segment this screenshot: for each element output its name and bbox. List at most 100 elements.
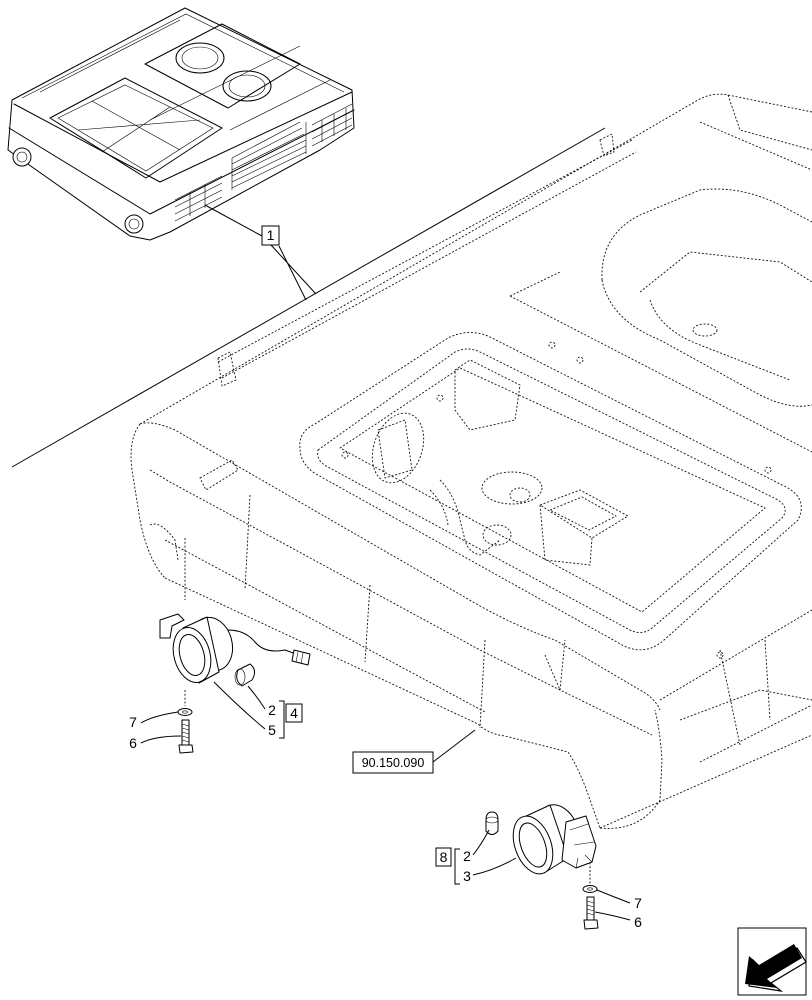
hatch-cavity — [339, 367, 766, 613]
left-lamp-bulb-end — [234, 668, 246, 686]
callout-1-box — [261, 225, 280, 246]
roof-window-grid — [77, 100, 201, 153]
right-lamp-bracket — [561, 815, 597, 869]
roof-right-frame — [659, 609, 812, 763]
roof-left-bumps — [149, 459, 239, 561]
right-kit-callout[interactable]: 8 — [435, 847, 452, 867]
right-lamp-bulb-end — [485, 816, 499, 824]
left-housing-leader — [213, 681, 266, 730]
right-screw-callout[interactable]: 6 — [634, 914, 642, 930]
right-housing-leader — [472, 857, 517, 876]
right-bulb-callout[interactable]: 2 — [463, 848, 471, 864]
right-screw-thread — [586, 900, 595, 916]
cavity-knob — [482, 524, 512, 546]
roof-window-frame — [49, 77, 223, 179]
left-kit-label: 4 — [290, 705, 298, 721]
right-washer — [582, 885, 598, 893]
roof-rear-step — [509, 271, 812, 453]
roof-vents-left — [174, 175, 223, 222]
section-divider-line — [11, 127, 606, 468]
right-lamp-lens — [518, 822, 548, 868]
rear-cavity-inner — [639, 251, 812, 381]
roof-grille-center — [231, 121, 307, 190]
left-lamp-connector-detail — [295, 651, 304, 665]
roof-ridge — [13, 91, 353, 183]
right-washer-callout[interactable]: 7 — [634, 895, 642, 911]
roof-bottom-edge — [164, 577, 601, 829]
roof-window-glass — [57, 84, 214, 172]
bolt — [436, 394, 444, 402]
right-washer-hole — [587, 887, 593, 891]
roof-rim — [21, 13, 345, 99]
left-washer-leader — [140, 711, 179, 724]
right-kit-bracket — [454, 848, 460, 885]
left-kit-box — [285, 703, 303, 723]
left-lamp-lens — [178, 633, 206, 677]
left-lamp-front — [172, 627, 212, 683]
callout-1-label: 1 — [267, 227, 275, 243]
hatch-opening-outer — [299, 332, 802, 651]
right-washer-leader — [596, 889, 631, 904]
roof-thumbnail — [7, 7, 355, 241]
left-bulb-callout[interactable]: 2 — [268, 702, 276, 718]
bolt — [548, 341, 556, 349]
hatch-opening-frame — [317, 348, 786, 633]
right-screw-shank — [586, 896, 595, 921]
cross-reference-label: 90.150.090 — [362, 756, 425, 770]
left-bulb-leader — [247, 685, 266, 710]
left-housing-callout[interactable]: 5 — [268, 722, 276, 738]
left-washer-hole — [182, 710, 188, 714]
cavity-pipe — [429, 479, 501, 556]
right-housing-callout[interactable]: 3 — [463, 868, 471, 884]
right-lamp-bracket-detail — [569, 823, 595, 869]
left-washer — [177, 708, 193, 716]
left-lamp-wire — [227, 629, 297, 655]
roof-lamp-right-icon — [124, 214, 144, 234]
roof-lamp-left-lens — [16, 151, 28, 163]
roof-top-right-detail — [699, 94, 812, 171]
roof-lamp-left-icon — [12, 147, 32, 167]
roof-leader-line — [204, 204, 317, 301]
roof-front-band — [8, 109, 355, 215]
left-work-lamp — [159, 613, 311, 754]
cavity-hole-insert — [377, 419, 413, 479]
right-lamp-front — [512, 815, 554, 875]
right-work-lamp — [485, 804, 599, 930]
rear-cavity-drain — [692, 323, 718, 337]
bolt — [341, 451, 349, 459]
roof-face-ridge — [139, 422, 661, 711]
arrow-icon[interactable] — [737, 927, 807, 996]
left-screw-callout[interactable]: 6 — [129, 735, 137, 751]
left-lamp-bulb — [236, 663, 256, 687]
bolt — [576, 356, 584, 364]
roof-hatch-port-1-inner — [181, 46, 219, 70]
roof-vents-right — [311, 103, 353, 147]
roof-outline — [7, 7, 355, 241]
roof-corner-right — [599, 709, 663, 829]
cross-reference-leader — [432, 729, 476, 763]
left-lamp-bracket — [159, 613, 185, 639]
cavity-round-hole — [371, 412, 425, 484]
right-bulb-leader — [472, 829, 490, 856]
cavity-port-inner — [509, 487, 531, 503]
roof-right-lower-edge — [599, 734, 812, 829]
bolt — [764, 466, 772, 474]
roof-hatch-port-2 — [222, 70, 272, 102]
roof-face-seams — [244, 494, 566, 729]
cab-roof-phantom — [130, 93, 812, 884]
arrow-icon-glyph — [745, 944, 802, 988]
roof-hatch-panel — [144, 23, 301, 109]
right-kit-box — [435, 847, 452, 867]
roof-top-rail — [39, 19, 331, 131]
rear-cavity-outer — [601, 188, 812, 407]
right-kit-label: 8 — [440, 849, 448, 865]
left-screw-leader — [140, 735, 182, 744]
roof-lamp-right-lens — [128, 218, 140, 230]
left-washer-callout[interactable]: 7 — [129, 714, 137, 730]
right-screw-head — [583, 919, 599, 930]
left-kit-callout[interactable]: 4 — [285, 703, 303, 723]
left-lamp-connector — [291, 649, 311, 666]
cross-reference-link[interactable]: 90.150.090 — [352, 751, 434, 774]
callout-1[interactable]: 1 — [261, 225, 280, 246]
